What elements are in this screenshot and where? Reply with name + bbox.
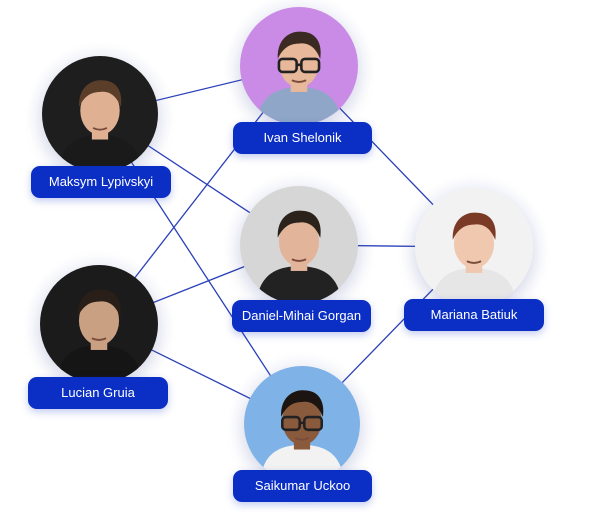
name-label-saikumar-uckoo: Saikumar Uckoo <box>233 470 372 502</box>
avatar-lucian-gruia <box>40 265 158 383</box>
person-icon <box>415 188 533 306</box>
name-label-maksym-lypivskyi: Maksym Lypivskyi <box>31 166 171 198</box>
person-icon <box>244 366 360 482</box>
name-label-lucian-gruia: Lucian Gruia <box>28 377 168 409</box>
name-label-ivan-shelonik: Ivan Shelonik <box>233 122 372 154</box>
person-icon <box>240 186 358 304</box>
person-icon <box>40 265 158 383</box>
avatar-maksym-lypivskyi <box>42 56 158 172</box>
person-icon <box>240 7 358 125</box>
avatar-mariana-batiuk <box>415 188 533 306</box>
person-icon <box>42 56 158 172</box>
avatar-ivan-shelonik <box>240 7 358 125</box>
avatar-daniel-mihai-gorgan <box>240 186 358 304</box>
name-label-mariana-batiuk: Mariana Batiuk <box>404 299 544 331</box>
avatar-saikumar-uckoo <box>244 366 360 482</box>
name-label-daniel-mihai-gorgan: Daniel-Mihai Gorgan <box>232 300 371 332</box>
connection-line-maksym-saikumar <box>99 113 303 425</box>
